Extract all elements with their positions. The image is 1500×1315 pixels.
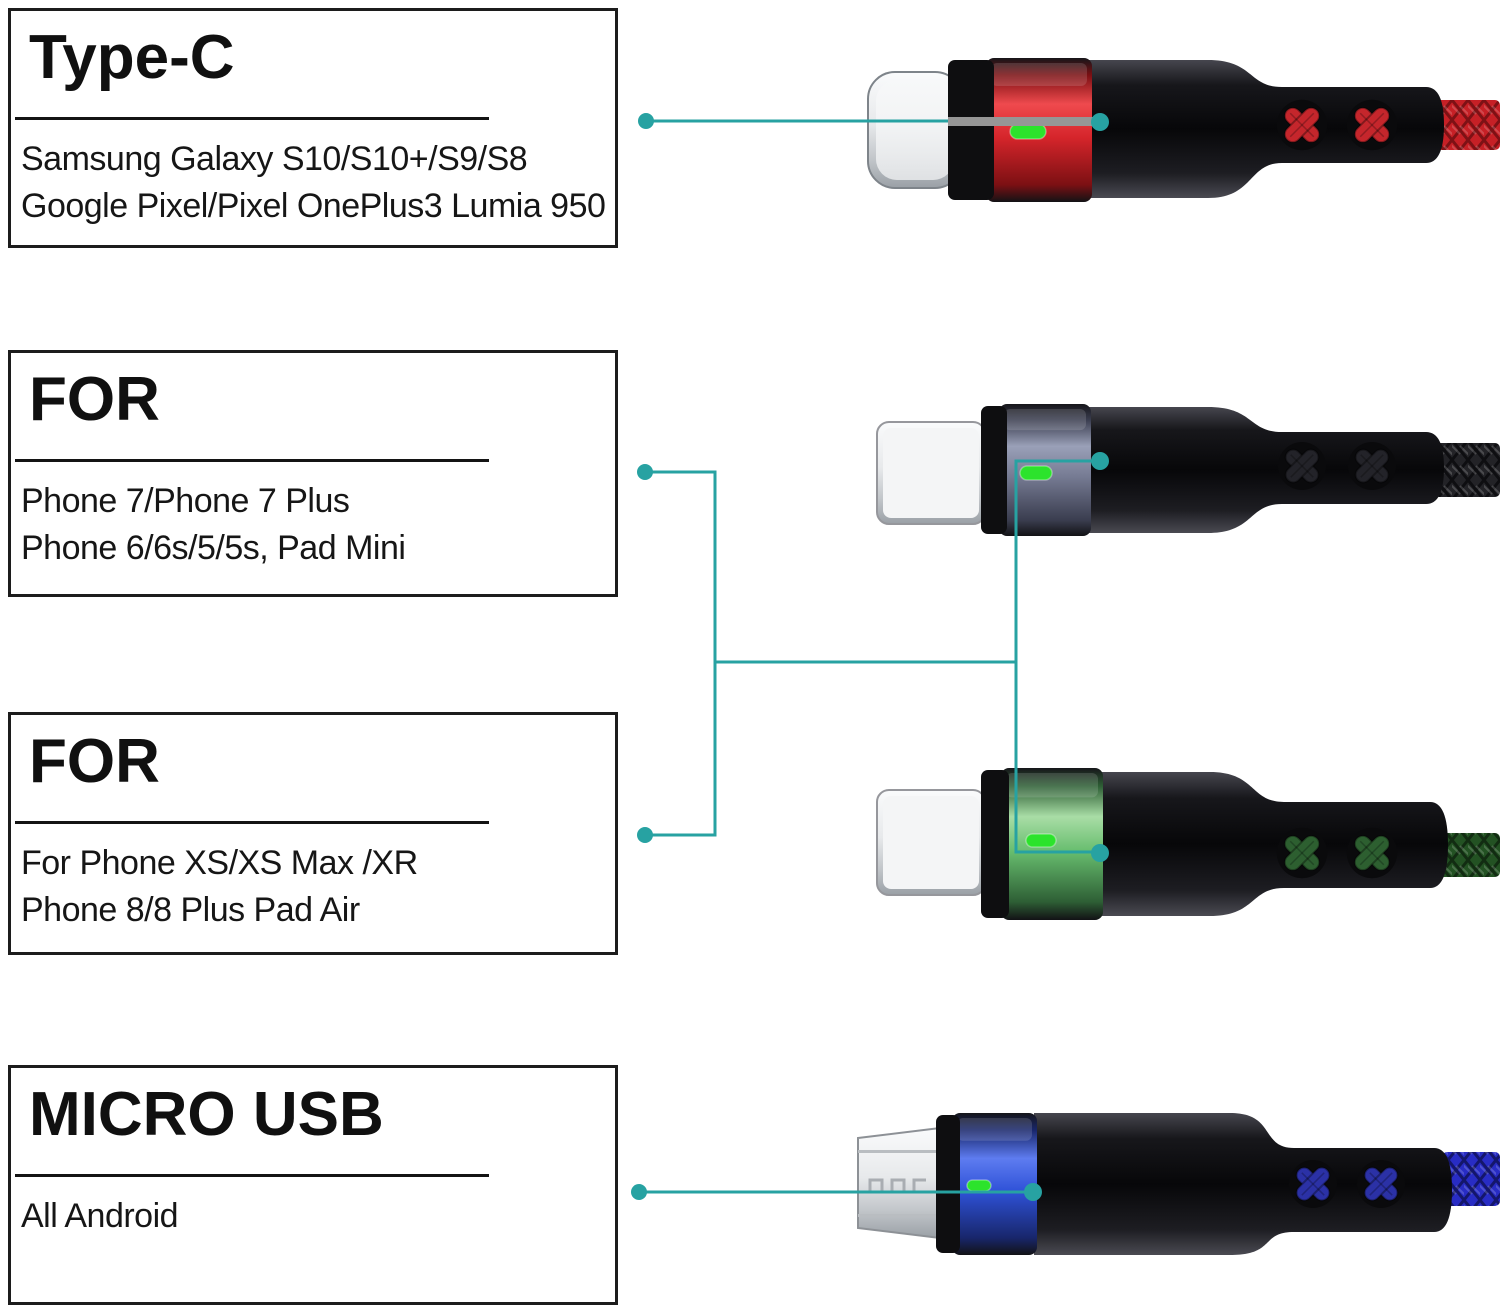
compatibility-line: All Android [21,1197,179,1235]
stitch-cross [1346,99,1398,151]
braided-cable [1442,1152,1500,1206]
led-indicator [1019,465,1053,481]
connector-body [1088,407,1444,533]
box-title: MICRO USB [29,1080,384,1149]
usb-type-c-plug-red [867,58,1500,202]
collar-cap-ring [981,770,1009,918]
compatibility-line: Phone 6/6s/5/5s, Pad Mini [21,529,406,567]
collar-glare [991,63,1087,87]
stitch-cross [1348,442,1396,490]
label-box-type-c: Type-C Samsung Galaxy S10/S10+/S9/S8 Goo… [8,8,618,248]
compatibility-line: Phone 8/8 Plus Pad Air [21,891,360,929]
divider-rule [15,1174,489,1177]
collar-cap-ring [948,60,994,200]
stitch-cross [1357,1160,1405,1208]
connector-collar [952,1113,1037,1255]
micro-usb-connector-illustration [840,1080,1500,1305]
callout-dot [637,827,653,843]
collar-glare [1006,773,1098,798]
lightning-connector-green-illustration [860,740,1500,975]
collar-glare [1004,409,1086,431]
compatibility-line: Samsung Galaxy S10/S10+/S9/S8 [21,140,528,178]
lightning-plug-green [876,768,1500,920]
collar-glare [957,1118,1032,1141]
connector-tip [867,71,963,189]
compatibility-line: Phone 7/Phone 7 Plus [21,482,350,520]
callout-dot [631,1184,647,1200]
usb-c-connector-illustration [860,20,1500,245]
box-title: FOR [29,365,160,434]
compatibility-line: For Phone XS/XS Max /XR [21,844,418,882]
micro-usb-plug-blue [857,1113,1500,1255]
stitch-cross [1346,827,1398,879]
divider-rule [15,821,489,824]
divider-rule [15,117,489,120]
compatibility-line: Google Pixel/Pixel OnePlus3 Lumia 950 [21,187,606,225]
box-title: FOR [29,727,160,796]
box-title: Type-C [29,23,235,92]
label-box-micro-usb: MICRO USB All Android [8,1065,618,1305]
led-indicator [1009,123,1047,140]
collar-cap-ring [981,406,1007,534]
label-box-lightning-1: FOR Phone 7/Phone 7 Plus Phone 6/6s/5/5s… [8,350,618,597]
connector-body [1088,60,1444,198]
stitch-cross [1276,99,1328,151]
braided-cable [1434,443,1500,497]
collar-cap-ring [936,1115,960,1253]
lightning-connector-black-illustration [860,360,1500,585]
connector-tip [876,421,986,525]
callout-dot [637,464,653,480]
stitch-cross [1276,827,1328,879]
stitch-cross [1289,1160,1337,1208]
label-box-lightning-2: FOR For Phone XS/XS Max /XR Phone 8/8 Pl… [8,712,618,955]
connector-tip [857,1126,941,1240]
led-indicator [966,1179,992,1192]
divider-rule [15,459,489,462]
led-indicator [1025,833,1057,848]
connector-body [1034,1113,1452,1255]
callout-bracket-lightning [645,470,717,837]
braided-cable [1434,100,1500,150]
connector-body [1100,772,1448,916]
stitch-cross [1278,442,1326,490]
callout-dot [638,113,654,129]
connector-tip [876,789,986,896]
lightning-plug-black [876,404,1500,536]
braided-cable [1438,833,1500,877]
